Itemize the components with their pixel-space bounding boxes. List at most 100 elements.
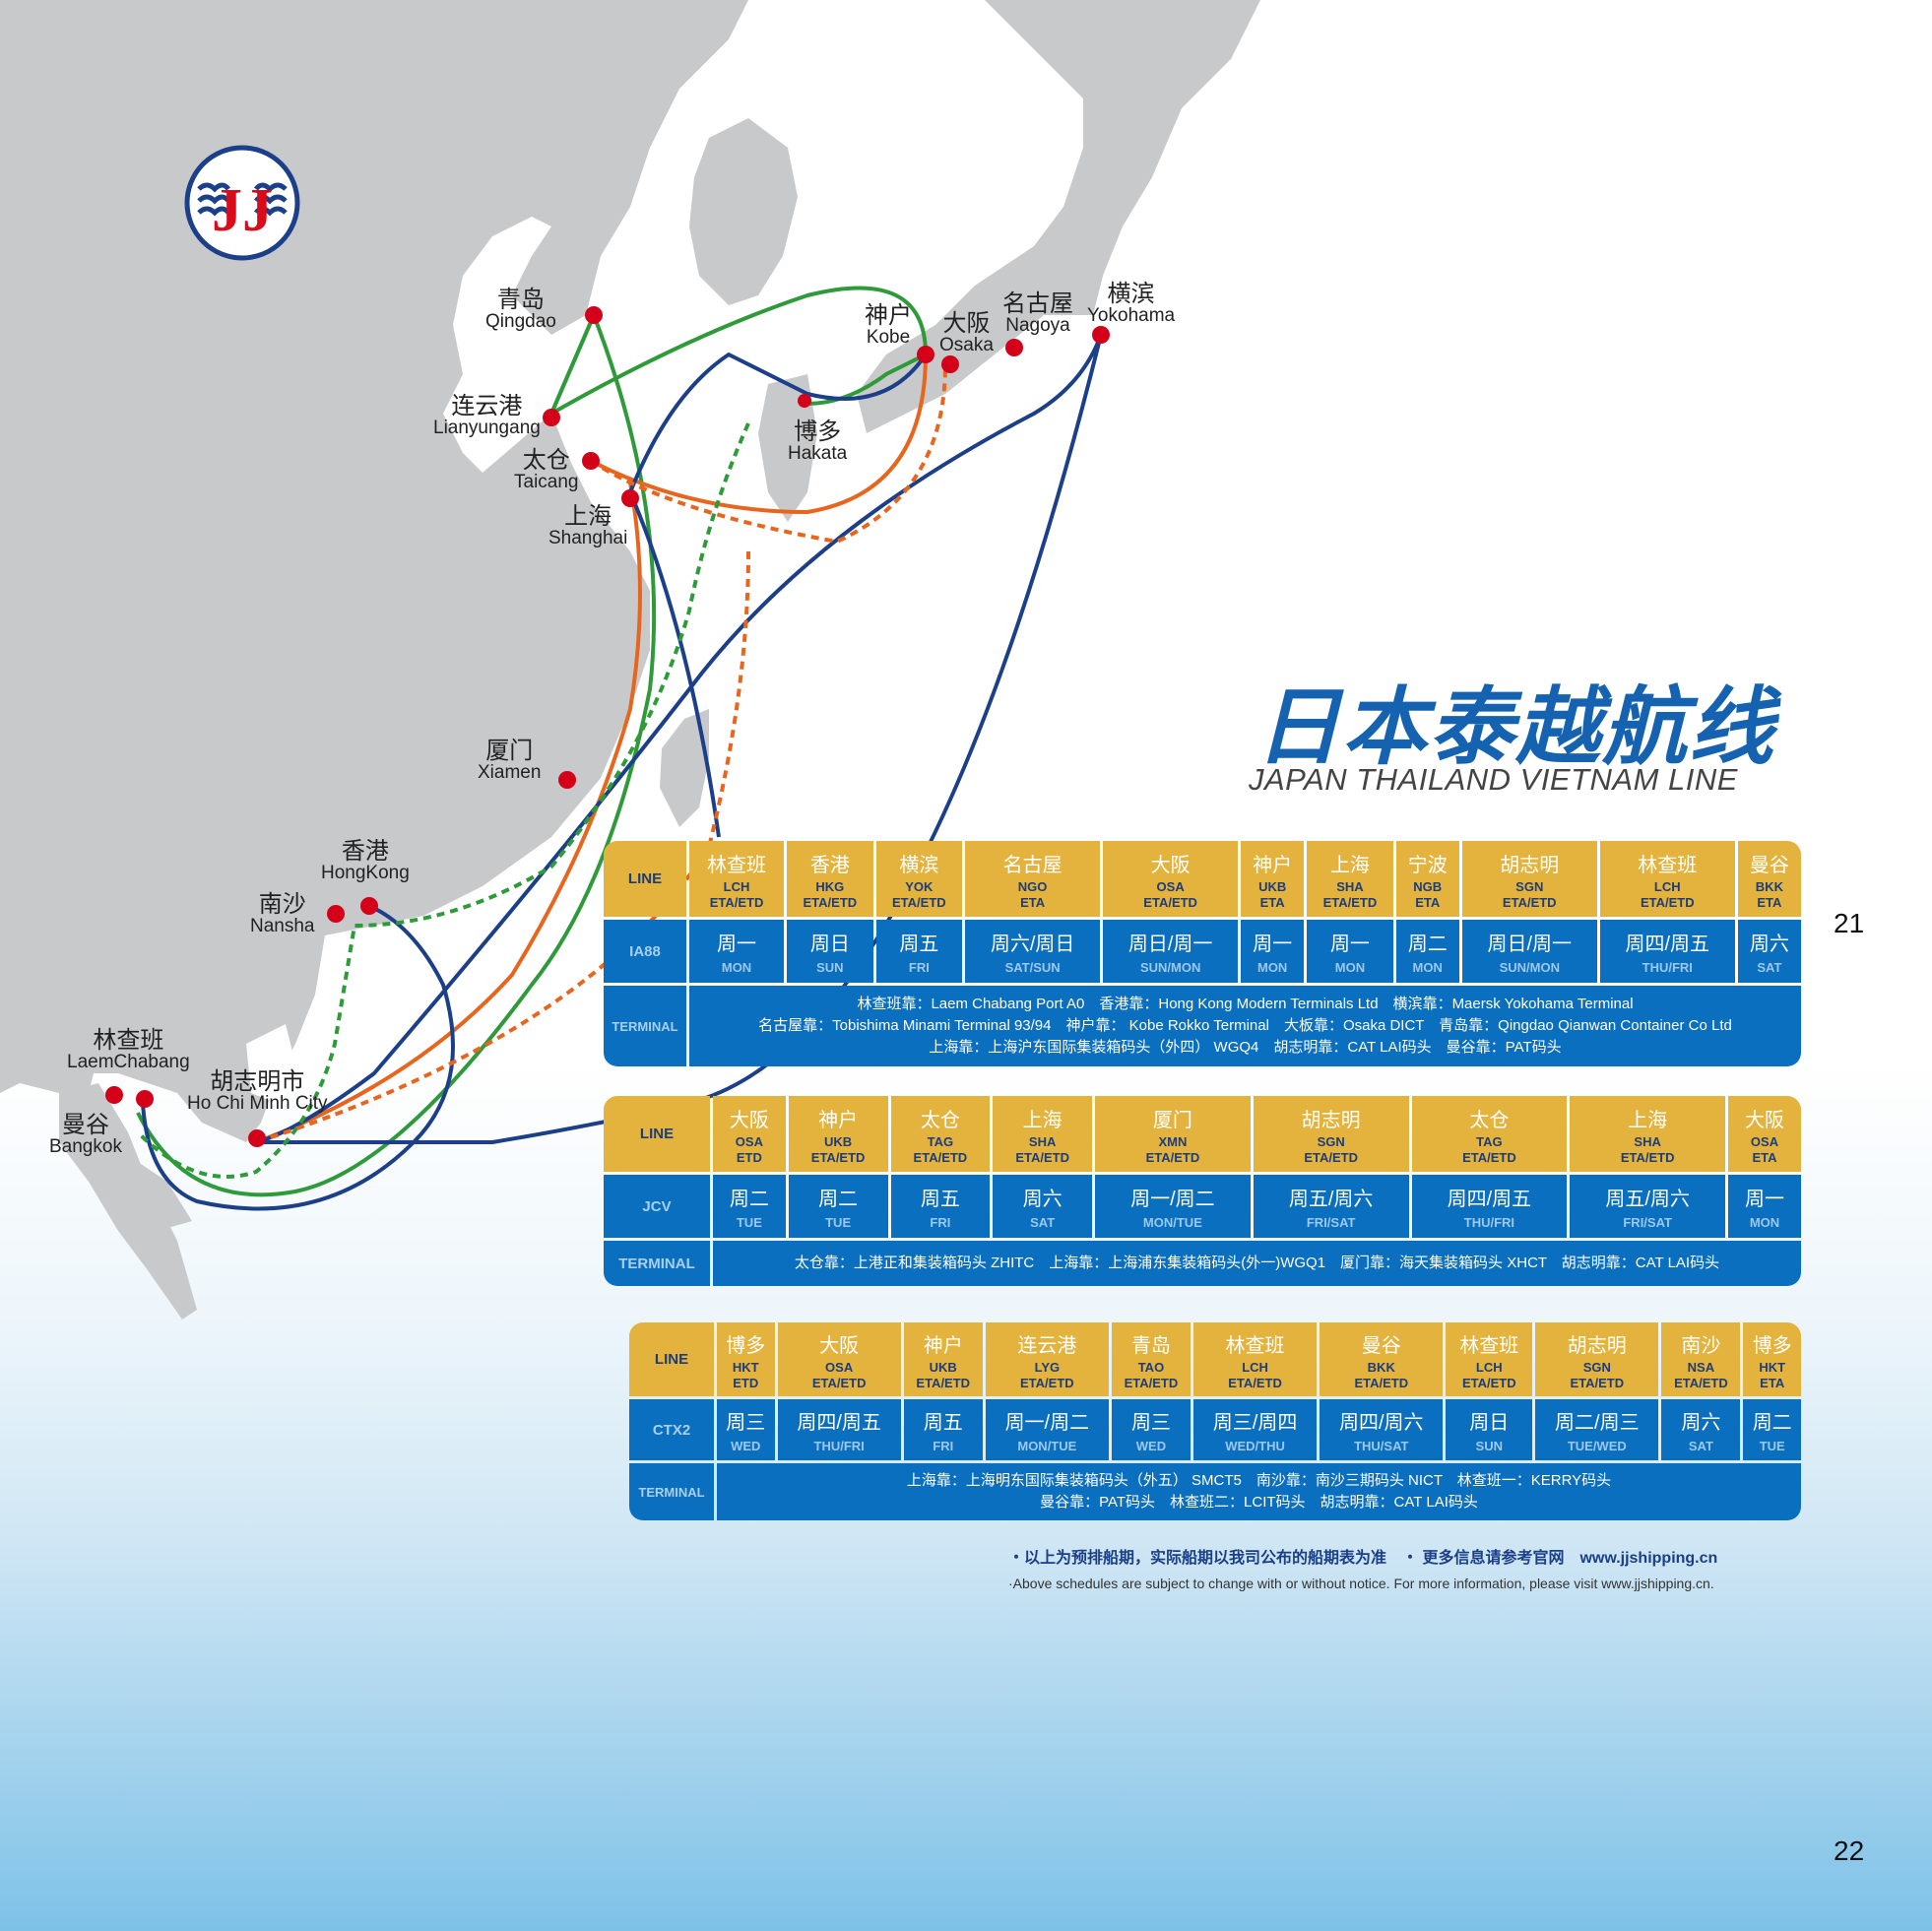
schedule-note-zh: ・以上为预排船期，实际船期以我司公布的船期表为准 ・ 更多信息请参考官网 www…: [1008, 1550, 1718, 1567]
route-green-dotted: [136, 422, 750, 1179]
line-code: CTX2: [629, 1399, 714, 1460]
route-green-ctx2-leg: [549, 314, 596, 415]
line-label: LINE: [629, 1322, 714, 1396]
line-code: JCV: [604, 1175, 710, 1238]
page-number-top: 21: [1834, 908, 1865, 938]
page-title: 日本泰越航线: [1256, 680, 1775, 775]
terminal-info: 上海靠：上海明东国际集装箱码头（外五） SMCT5 南沙靠：南沙三期码头 NIC…: [717, 1463, 1801, 1520]
port-markers: [105, 306, 1110, 1147]
page-number-bottom: 22: [1834, 1835, 1865, 1866]
line-code: IA88: [604, 920, 686, 983]
route-green-ctx2: [136, 286, 929, 1197]
terminal-label: TERMINAL: [604, 1241, 710, 1286]
schedule-note-en: ·Above schedules are subject to change w…: [1008, 1576, 1714, 1591]
route-navy-hk: [141, 904, 455, 1211]
route-orange-dotted: [255, 363, 947, 1144]
line-label: LINE: [604, 1096, 710, 1172]
terminal-info: 林查班靠：Laem Chabang Port A0 香港靠：Hong Kong …: [689, 986, 1801, 1066]
terminal-label: TERMINAL: [604, 986, 686, 1066]
jj-shipping-logo: JJ: [184, 145, 300, 261]
land-masses: [0, 0, 1260, 1320]
line-label: LINE: [604, 841, 686, 917]
terminal-info: 太仓靠：上港正和集装箱码头 ZHITC 上海靠：上海浦东集装箱码头(外一)WGQ…: [713, 1241, 1801, 1286]
terminal-label: TERMINAL: [629, 1463, 714, 1520]
